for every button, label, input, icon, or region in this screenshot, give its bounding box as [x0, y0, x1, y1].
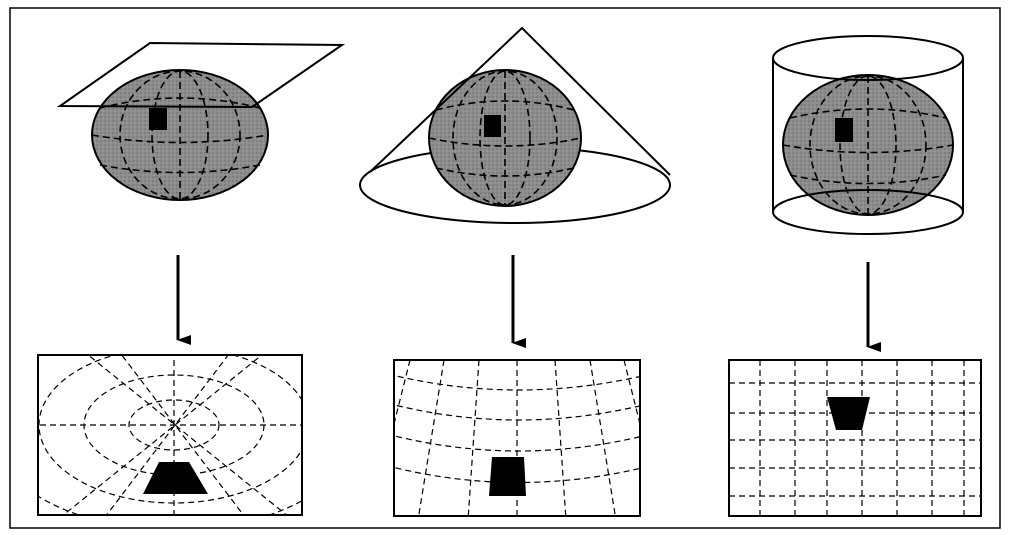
globe-icon: [92, 70, 268, 200]
feature-patch: [489, 457, 526, 496]
globe-icon: [429, 70, 581, 206]
cylindrical-projection-panel: [729, 36, 981, 516]
planar-projection-panel: [0, 43, 359, 535]
feature-patch: [149, 108, 167, 130]
feature-patch: [484, 115, 501, 137]
cylindrical-map-grid: [729, 360, 981, 516]
feature-patch: [835, 118, 853, 142]
conic-map-grid: [310, 360, 730, 520]
conic-projection-panel: [310, 28, 730, 520]
